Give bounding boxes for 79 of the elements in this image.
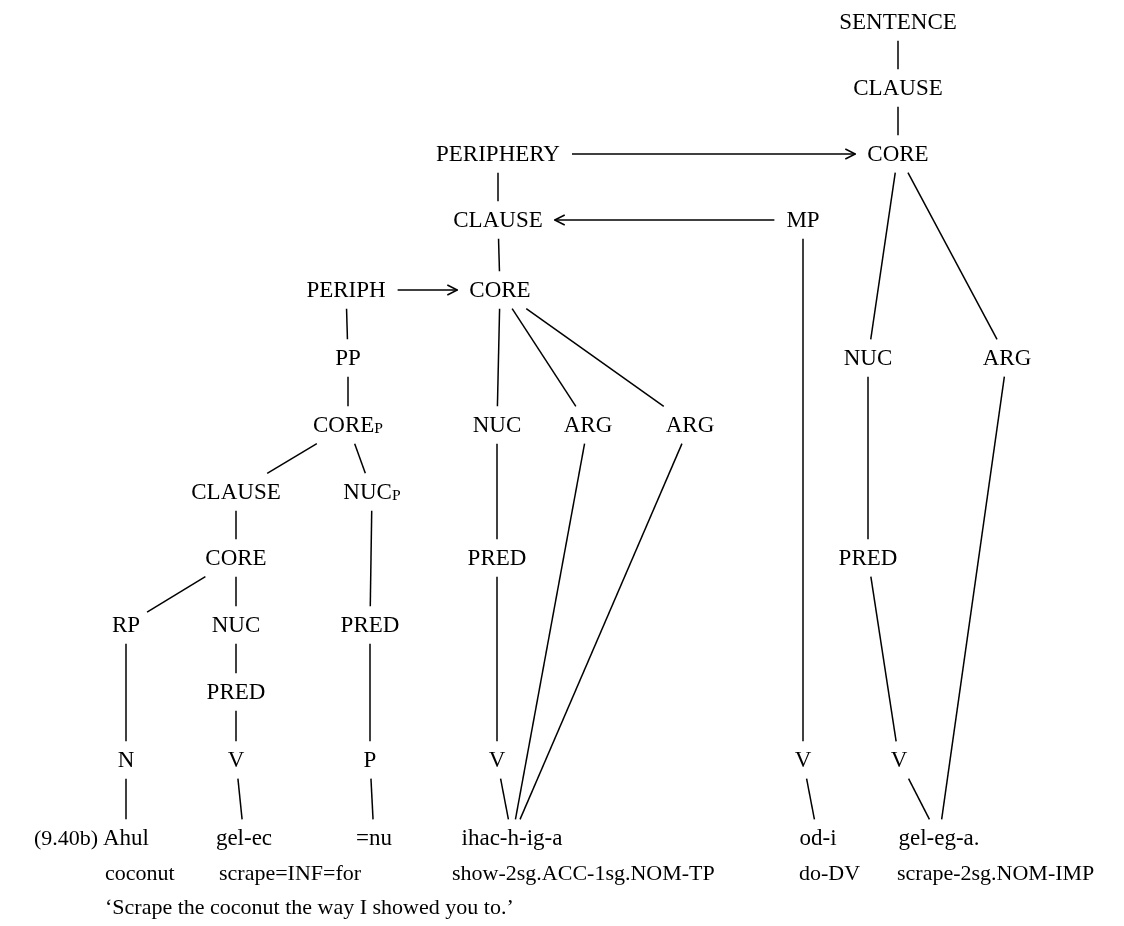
word-form: gel-eg-a. — [896, 824, 982, 852]
phrase-category-label: V — [486, 746, 508, 774]
phrase-category-label: CLAUSE — [189, 478, 283, 506]
tree-branch-line — [370, 777, 374, 821]
phrase-category-label: CORE — [467, 276, 533, 304]
phrase-category-label: PERIPH — [304, 276, 388, 304]
phrase-category-label: NUC — [209, 611, 263, 639]
gloss-text: scrape-2sg.NOM-IMP — [897, 861, 1095, 886]
phrase-category-label: PP — [333, 344, 363, 372]
phrase-category-label: N — [115, 746, 137, 774]
gloss-text: do-DV — [799, 861, 861, 886]
arrow — [554, 214, 776, 226]
tree-branch-line — [805, 777, 816, 821]
phrase-category-label: PERIPHERY — [434, 140, 562, 168]
tree-branch-line — [146, 575, 207, 613]
phrase-category-label: NUC — [470, 411, 524, 439]
phrase-category-label: CORE — [865, 140, 931, 168]
tree-branch-line — [235, 642, 237, 675]
translation-caption: ‘Scrape the coconut the way I showed you to.’ — [105, 895, 514, 920]
phrase-category-label: PRED — [338, 611, 402, 639]
tree-branch-line — [497, 171, 499, 203]
phrase-category-label: CLAUSE — [851, 74, 945, 102]
phrase-category-label: CLAUSE — [451, 206, 545, 234]
tree-branch-line — [499, 777, 510, 821]
tree-branch-line — [369, 642, 371, 743]
tree-branch-line — [870, 575, 897, 743]
phrase-category-label: V — [792, 746, 814, 774]
phrase-category-label: RP — [109, 611, 143, 639]
phrase-category-label: MP — [784, 206, 822, 234]
arrow — [571, 148, 857, 160]
phrase-category-label: PRED — [465, 544, 529, 572]
arrow — [396, 284, 459, 296]
tree-branch-line — [235, 509, 237, 541]
tree-branch-line — [345, 307, 349, 341]
tree-branch-line — [235, 575, 237, 608]
tree-branch-line — [353, 442, 367, 475]
tree-branch-line — [802, 237, 804, 743]
phrase-category-label: ARG — [663, 411, 717, 439]
tree-branch-line — [497, 237, 501, 273]
gloss-text: show-2sg.ACC-1sg.NOM-TP — [452, 861, 715, 886]
tree-branch-line — [525, 307, 665, 408]
tree-branch-line — [266, 442, 318, 475]
word-form: ihac-h-ig-a — [459, 824, 565, 852]
gloss-text: scrape=INF=for — [219, 861, 362, 886]
tree-branch-line — [496, 442, 498, 541]
tree-branch-line — [519, 442, 683, 821]
tree-branch-line — [347, 375, 349, 408]
tree-branch-line — [897, 105, 899, 137]
tree-branch-line — [125, 777, 127, 821]
phrase-category-label: ARG — [561, 411, 615, 439]
word-form: gel-ec — [213, 824, 275, 852]
gloss-text: coconut — [105, 861, 175, 886]
word-form: Ahul — [101, 824, 151, 852]
tree-branch-line — [511, 307, 577, 408]
tree-branch-line — [897, 39, 899, 71]
tree-branch-line — [870, 171, 896, 341]
phrase-category-label: PRED — [836, 544, 900, 572]
tree-branch-line — [125, 642, 127, 743]
phrase-category-label: ARG — [980, 344, 1034, 372]
phrase-category-label: PRED — [204, 678, 268, 706]
phrase-category-label: V — [888, 746, 910, 774]
phrase-category-label: SENTENCE — [837, 8, 959, 36]
phrase-category-label: P — [361, 746, 379, 774]
tree-branch-line — [237, 777, 243, 821]
phrase-category-label: NUC — [841, 344, 895, 372]
tree-branch-line — [235, 709, 237, 743]
phrase-category-label: V — [225, 746, 247, 774]
phrase-category-label: CORE — [203, 544, 269, 572]
tree-branch-line — [514, 442, 586, 821]
word-form: od-i — [797, 824, 839, 852]
tree-branch-line — [496, 575, 498, 743]
tree-branch-line — [940, 375, 1006, 821]
tree-branch-line — [907, 777, 931, 821]
tree-branch-line — [867, 375, 869, 541]
tree-branch-line — [496, 307, 501, 408]
word-form: =nu — [354, 824, 394, 852]
tree-branch-line — [907, 171, 998, 341]
tree-branch-line — [369, 509, 373, 608]
example-number: (9.40b) — [34, 826, 99, 851]
